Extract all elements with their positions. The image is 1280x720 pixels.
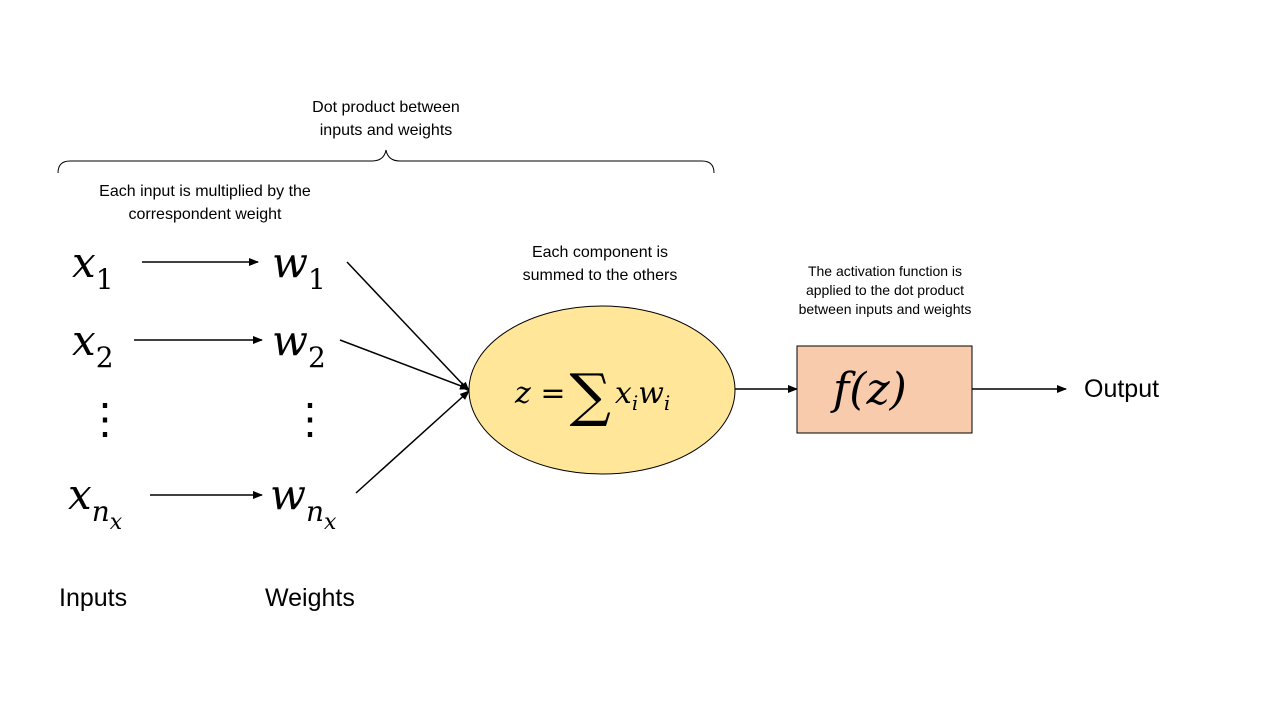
dot-product-annotation: Dot product between inputs and weights [286,96,486,142]
activation-annotation-line-1: The activation function is [807,263,963,279]
activation-annotation-line-2: applied to the dot product [805,282,964,298]
weight-w1: w1 [272,238,326,296]
sum-annotation-line-1: Each component is [531,244,669,261]
weight-w2: w2 [272,316,326,374]
weight-wn: wnx [270,470,337,535]
sum-annotation-line-2: summed to the others [522,267,678,284]
multiply-annotation-line-2: correspondent weight [128,206,282,223]
weight-ellipsis: ⋮ [289,394,331,443]
inputs-label: Inputs [59,584,128,612]
activation-annotation-line-3: between inputs and weights [798,301,972,317]
input-x1: x1 [72,238,114,296]
input-xn: xnx [68,470,123,535]
output-label: Output [1084,375,1160,403]
dot-product-annotation-line-1: Dot product between [312,99,460,116]
activation-node [796,345,973,434]
activation-formula: f(z) [833,364,907,415]
arrow-w1-sum [346,261,470,392]
multiply-annotation-line-1: Each input is multiplied by the [99,183,311,200]
arrow-w2-sum [339,339,470,390]
arrow-wn-sum [355,390,470,494]
multiply-annotation: Each input is multiplied by the correspo… [70,180,340,226]
sum-annotation: Each component is summed to the others [495,241,705,287]
input-x2: x2 [72,316,114,374]
summation-formula: z =∑xiwi [515,361,671,429]
summation-node [468,305,736,475]
dot-product-annotation-line-2: inputs and weights [319,122,453,139]
input-ellipsis: ⋮ [84,394,126,443]
weights-label: Weights [265,584,355,612]
dot-product-brace [57,149,715,174]
activation-annotation: The activation function is applied to th… [770,262,1000,319]
